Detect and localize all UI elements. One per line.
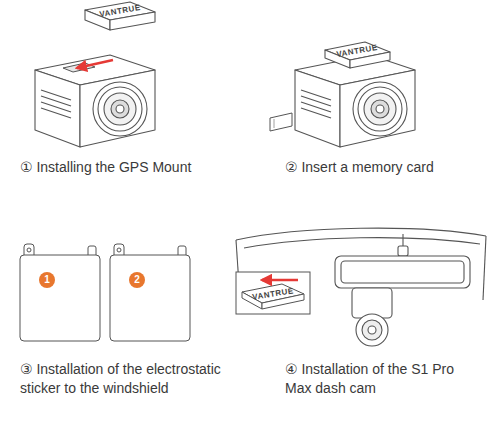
sticker-drawing	[20, 244, 190, 341]
dashcam-drawing	[35, 2, 155, 147]
dashcam-drawing	[295, 42, 415, 147]
step-caption: ③ Installation of the electrostatic stic…	[20, 360, 255, 398]
step-caption: ④ Installation of the S1 Pro Max dash ca…	[285, 360, 480, 398]
inset-drawing	[236, 272, 310, 314]
step-caption: ② Insert a memory card	[285, 158, 480, 177]
callout-number: 2	[129, 272, 145, 288]
brand-label: VANTRUE	[99, 3, 142, 19]
callout-number: 1	[39, 272, 55, 288]
memory-card	[270, 113, 292, 131]
windshield-drawing	[236, 228, 486, 346]
brand-label: VANTRUE	[252, 286, 294, 301]
step-caption: ① Installing the GPS Mount	[20, 158, 250, 177]
brand-label: VANTRUE	[336, 43, 379, 59]
